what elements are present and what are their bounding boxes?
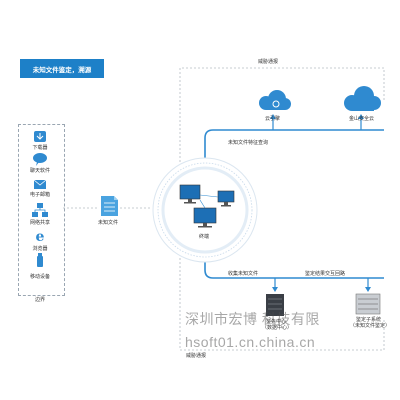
cloud-engine-icon bbox=[259, 90, 291, 110]
sandbox-sublabel: （未知文件鉴定） bbox=[350, 323, 391, 329]
data-center-sublabel: （数据中心） bbox=[262, 325, 293, 331]
threat-intel-bottom-line bbox=[179, 250, 385, 351]
cloud-engine-label: 云引擎 bbox=[265, 116, 281, 122]
chat-icon bbox=[33, 153, 47, 166]
threat-intel-bottom-label: 威胁通报 bbox=[186, 353, 207, 359]
feature-query-label: 未知文件特征查询 bbox=[228, 140, 269, 146]
source-label-email: 电子邮箱 bbox=[29, 192, 50, 198]
source-label-chat: 聊天软件 bbox=[29, 168, 50, 174]
monitor-left-icon bbox=[179, 184, 201, 204]
data-center-server-icon bbox=[266, 294, 284, 316]
sandbox-server-icon bbox=[355, 293, 381, 315]
unknown-file-label: 未知文件 bbox=[98, 220, 119, 226]
source-label-browser: 浏览器 bbox=[32, 246, 48, 252]
usb-device-icon bbox=[37, 253, 43, 267]
source-label-usb: 移动设备 bbox=[29, 274, 50, 280]
download-icon bbox=[34, 131, 46, 142]
security-cloud-label: 金山安全云 bbox=[349, 116, 375, 122]
browser-icon: e bbox=[36, 229, 45, 245]
unknown-file-icon bbox=[101, 196, 118, 216]
security-cloud-icon bbox=[344, 86, 381, 111]
watermark-line-2: hsoft01.cn.china.cn bbox=[185, 334, 316, 350]
collect-line bbox=[204, 255, 384, 279]
sandbox-label: 鉴定子系统 bbox=[356, 317, 382, 323]
threat-intel-top-label: 威胁通报 bbox=[258, 59, 279, 65]
svg-text:e: e bbox=[36, 229, 45, 245]
feature-query-line bbox=[204, 129, 384, 165]
watermark-line-1: 深圳市宏博 科技有限 bbox=[185, 311, 320, 327]
network-share-icon bbox=[32, 203, 48, 217]
data-center-label: 鉴先中心 bbox=[266, 319, 287, 325]
threat-intel-top-line bbox=[179, 67, 385, 170]
monitor-right-icon bbox=[217, 190, 235, 207]
boundary-label: 边界 bbox=[34, 297, 45, 303]
collect-label: 收集未知文件 bbox=[228, 271, 259, 277]
return-result-label: 鉴定结果交互回路 bbox=[305, 271, 346, 277]
source-label-network: 网络共享 bbox=[29, 220, 50, 226]
email-icon bbox=[33, 179, 47, 189]
terminal-label: 终端 bbox=[199, 234, 210, 240]
source-label-download: 下载器 bbox=[32, 145, 48, 151]
page-title: 未知文件鉴定，溯源 bbox=[20, 59, 104, 78]
boundary-box bbox=[18, 124, 65, 296]
